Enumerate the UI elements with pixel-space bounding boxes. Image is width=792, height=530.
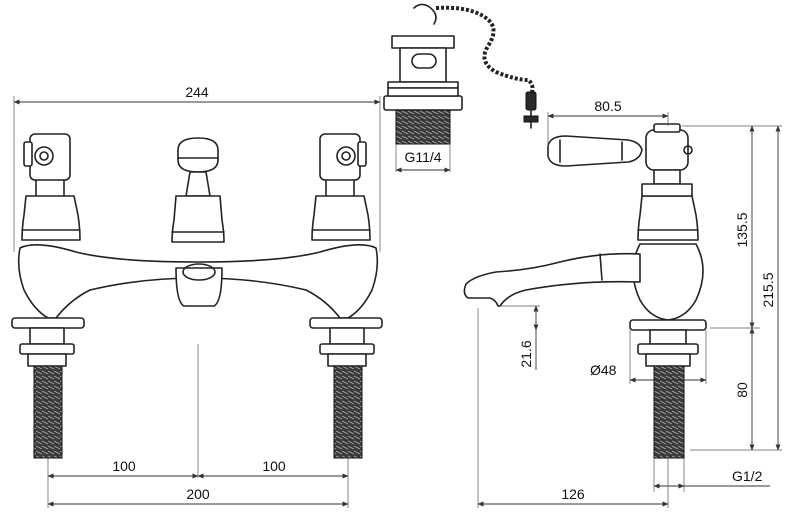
dimension-spout-clearance: 21.6 (500, 305, 540, 370)
dim-label-spout-projection: 126 (561, 486, 585, 502)
popup-waste: G11/4 (383, 3, 463, 173)
lever-handle (547, 135, 643, 167)
dimension-overall-width: 244 (13, 84, 381, 252)
dimension-base-diameter: Ø48 (590, 330, 707, 384)
side-view-tap (463, 123, 707, 459)
dimension-centres: 200 (47, 486, 349, 507)
dim-label-height-body: 135.5 (734, 212, 750, 247)
centre-valve-body (171, 195, 225, 243)
dim-label-half-centre-left: 100 (112, 458, 136, 474)
dim-label-half-centre-right: 100 (262, 458, 286, 474)
right-handle (319, 133, 367, 197)
dim-label-height-total: 215.5 (760, 272, 776, 307)
plug-chain (435, 5, 539, 129)
side-spout (463, 252, 641, 307)
dimension-half-centres: 100 100 (47, 456, 349, 508)
left-shank (19, 327, 75, 459)
right-shank (319, 327, 375, 459)
dim-label-lever-reach: 80.5 (594, 98, 621, 114)
popup-knob (177, 137, 219, 197)
dimension-spout-projection: 126 (477, 308, 669, 508)
dimension-shank-thread: G1/2 (653, 458, 770, 492)
dim-label-shank-length: 80 (734, 382, 750, 398)
front-view-bridge-mixer (11, 133, 383, 478)
left-valve-body (21, 195, 81, 241)
left-handle (23, 133, 71, 197)
dimension-heights: 135.5 80 215.5 (682, 125, 782, 451)
dim-label-base-diameter: Ø48 (590, 362, 617, 378)
dim-label-centres: 200 (186, 486, 210, 502)
dim-label-shank-thread: G1/2 (732, 468, 763, 484)
side-valve-body (637, 195, 699, 241)
dim-label-overall-width: 244 (185, 84, 209, 100)
dim-label-spout-clearance: 21.6 (518, 340, 534, 367)
right-valve-body (311, 195, 371, 241)
dimension-lever-reach: 80.5 (547, 98, 669, 146)
dim-label-waste-thread: G11/4 (404, 149, 441, 165)
